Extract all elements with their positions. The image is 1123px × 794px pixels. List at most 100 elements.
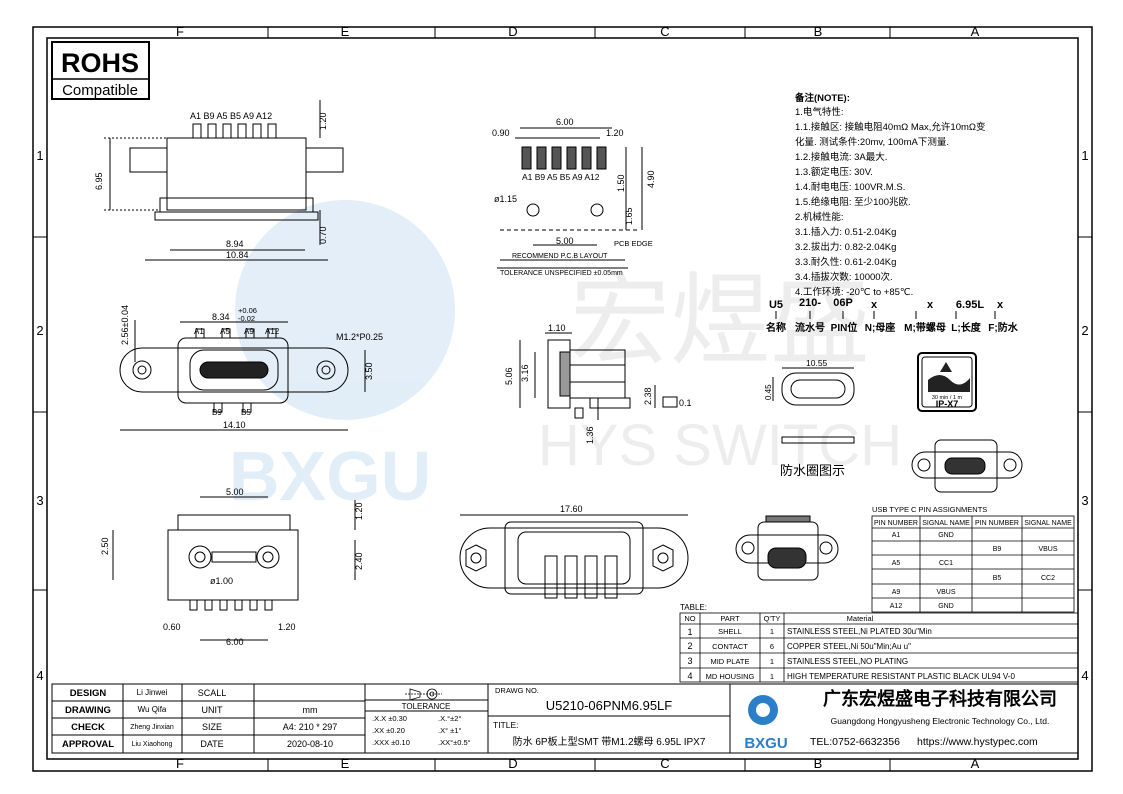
- role-design: DESIGN: [70, 688, 107, 699]
- svg-text:CC1: CC1: [939, 560, 953, 567]
- svg-text:CC2: CC2: [1041, 575, 1055, 582]
- svg-text:Liu Xiaohong: Liu Xiaohong: [132, 741, 173, 748]
- svg-text:STAINLESS STEEL,NO PLATING: STAINLESS STEEL,NO PLATING: [787, 657, 908, 666]
- svg-text:4: 4: [1081, 668, 1088, 683]
- svg-text:0.1: 0.1: [679, 398, 692, 408]
- svg-text:A1 B9 A5 B5 A9 A12: A1 B9 A5 B5 A9 A12: [522, 172, 600, 182]
- svg-text:E: E: [341, 756, 350, 771]
- svg-text:名称: 名称: [766, 321, 786, 334]
- svg-text:SIGNAL NAME: SIGNAL NAME: [1024, 520, 1072, 527]
- bottom-view-pins: [189, 599, 273, 611]
- svg-text:ø1.00: ø1.00: [210, 576, 233, 586]
- svg-text:1: 1: [770, 657, 774, 666]
- svg-text:SIGNAL NAME: SIGNAL NAME: [922, 520, 970, 527]
- ipx7-rating: IP-X7: [936, 399, 959, 409]
- svg-text:SHELL: SHELL: [718, 627, 742, 636]
- svg-text:A12: A12: [265, 327, 280, 336]
- svg-text:4: 4: [36, 668, 43, 683]
- role-approval: APPROVAL: [62, 739, 114, 750]
- side-view: [519, 332, 678, 420]
- svg-text:A12: A12: [890, 603, 903, 610]
- svg-text:2.38: 2.38: [643, 387, 653, 405]
- svg-text:1: 1: [770, 672, 774, 681]
- svg-text:10.84: 10.84: [226, 250, 249, 260]
- svg-text:1: 1: [687, 627, 692, 637]
- svg-text:化量. 测试条件:20mv, 100mA下测量.: 化量. 测试条件:20mv, 100mA下测量.: [795, 136, 949, 148]
- svg-text:10.55: 10.55: [806, 358, 828, 368]
- svg-text:A4: 210 * 297: A4: 210 * 297: [283, 722, 338, 732]
- svg-text:PIN NUMBER: PIN NUMBER: [874, 520, 918, 527]
- svg-text:1.20: 1.20: [606, 128, 624, 138]
- svg-text:3.16: 3.16: [520, 364, 530, 382]
- svg-text:F: F: [176, 756, 184, 771]
- svg-text:.XX ±0.20: .XX ±0.20: [372, 726, 405, 735]
- part-code: U5 210- 06P x x 6.95L x: [769, 297, 1004, 311]
- svg-text:STAINLESS STEEL,Ni PLATED 30u": STAINLESS STEEL,Ni PLATED 30u"Min: [787, 627, 932, 636]
- svg-text:1: 1: [1081, 148, 1088, 163]
- pcb-layout-labels: 0.90 6.00 1.20 A1 B9 A5 B5 A9 A12 1.50 4…: [492, 117, 656, 277]
- svg-text:E: E: [341, 24, 350, 39]
- company-logo-icon: BXGU: [744, 695, 788, 752]
- bottom-view-labels: 5.00 1.20 2.50 2.40 ø1.00 0.60 1.20 6.00: [100, 487, 364, 647]
- svg-text:C: C: [660, 756, 669, 771]
- svg-text:6.00: 6.00: [226, 637, 244, 647]
- side-view-labels: 1.10 5.06 3.16 1.36 2.38 0.1: [504, 323, 692, 444]
- svg-text:3.2.拔出力: 0.82-2.04Kg: 3.2.拔出力: 0.82-2.04Kg: [795, 241, 896, 253]
- svg-text:8.94: 8.94: [226, 239, 244, 249]
- ipx7-badge-icon: 30 min / 1 m IP-X7: [917, 352, 977, 412]
- svg-text:3: 3: [1081, 493, 1088, 508]
- svg-text:6.00: 6.00: [556, 117, 574, 127]
- iso-view-small: [735, 515, 839, 581]
- svg-text:VBUS: VBUS: [936, 589, 955, 596]
- svg-text:UNIT: UNIT: [202, 705, 223, 715]
- part-code-arrows: [775, 311, 996, 319]
- svg-text:A: A: [971, 24, 980, 39]
- svg-text:.X.X ±0.30: .X.X ±0.30: [372, 714, 407, 723]
- svg-text:B5: B5: [993, 575, 1002, 582]
- svg-text:GND: GND: [938, 603, 954, 610]
- part-code-meanings: 名称 流水号 PIN位 N;母座 M;带螺母 L;长度 F;防水: [766, 321, 1019, 334]
- svg-text:SIZE: SIZE: [202, 722, 222, 732]
- svg-text:B: B: [814, 24, 823, 39]
- svg-text:1.2.接触电流: 3A最大.: 1.2.接触电流: 3A最大.: [795, 151, 887, 163]
- watermark-logo-circle: [235, 200, 455, 420]
- bottom-view: [112, 496, 356, 641]
- gasket-view-labels: 17.60: [560, 504, 583, 514]
- watermark-logo-text: BXGU: [229, 437, 431, 515]
- sheet-frame: [32, 26, 1093, 772]
- svg-text:14.10: 14.10: [223, 420, 246, 430]
- svg-text:1: 1: [770, 627, 774, 636]
- svg-text:2020-08-10: 2020-08-10: [287, 739, 333, 749]
- svg-text:MD HOUSING: MD HOUSING: [706, 672, 755, 681]
- svg-text:B9: B9: [993, 546, 1002, 553]
- svg-text:3: 3: [687, 656, 692, 666]
- svg-text:PIN NUMBER: PIN NUMBER: [975, 520, 1019, 527]
- top-view-labels: A1 B9 A5 B5 A9 A12 6.95 8.94 10.84 1.20 …: [94, 111, 328, 260]
- svg-text:RECOMMEND P.C.B LAYOUT: RECOMMEND P.C.B LAYOUT: [512, 253, 608, 260]
- svg-text:A1: A1: [892, 532, 901, 539]
- svg-text:F: F: [176, 24, 184, 39]
- svg-text:Q'TY: Q'TY: [764, 614, 781, 623]
- svg-text:A9: A9: [892, 589, 901, 596]
- svg-text:1.50: 1.50: [616, 174, 626, 192]
- svg-text:C: C: [660, 24, 669, 39]
- pcb-layout: [497, 127, 643, 269]
- svg-text:4.90: 4.90: [646, 170, 656, 188]
- svg-text:0.60: 0.60: [163, 622, 181, 632]
- svg-text:ø1.15: ø1.15: [494, 194, 517, 204]
- svg-text:.X.°±2°: .X.°±2°: [438, 714, 461, 723]
- svg-text:0.90: 0.90: [492, 128, 510, 138]
- svg-text:MID PLATE: MID PLATE: [710, 657, 749, 666]
- gasket-labels: 10.55 0.45 防水圈图示: [764, 358, 845, 478]
- svg-text:x: x: [997, 299, 1004, 311]
- role-check: CHECK: [71, 722, 105, 733]
- svg-text:6.95L: 6.95L: [956, 299, 984, 311]
- tolerance-title: TOLERANCE: [402, 702, 451, 711]
- ipx7-sub: 30 min / 1 m: [932, 395, 963, 401]
- svg-text:Zheng Jinxian: Zheng Jinxian: [130, 724, 174, 731]
- svg-text:-0.02: -0.02: [238, 314, 255, 323]
- role-drawing: DRAWING: [65, 705, 111, 716]
- svg-text:mm: mm: [303, 705, 318, 715]
- svg-text:1.20: 1.20: [318, 112, 328, 130]
- svg-text:A1: A1: [194, 327, 204, 336]
